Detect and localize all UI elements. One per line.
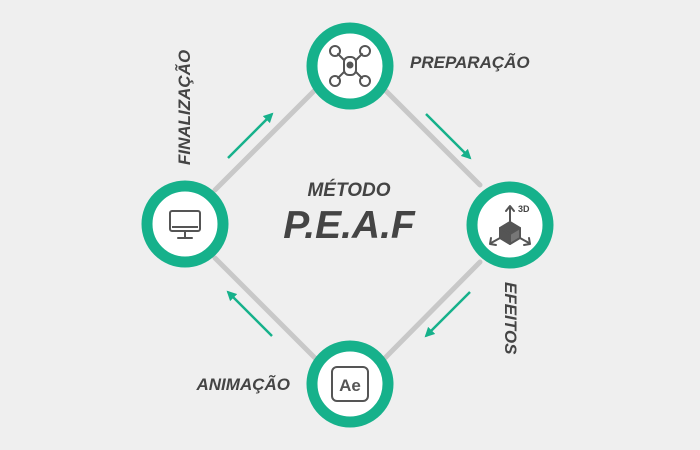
stage-label-preparacao: PREPARAÇÃO <box>410 52 530 72</box>
monitor-icon <box>169 210 201 239</box>
connectors <box>212 87 483 361</box>
connector-preparacao-efeitos <box>382 87 483 188</box>
stage-node-animacao: Ae <box>306 340 394 428</box>
connector-efeitos-animacao <box>382 259 483 361</box>
stage-node-efeitos: 3D <box>466 181 554 269</box>
arrow-icon <box>226 290 273 337</box>
drone-icon <box>329 45 371 87</box>
flow-arrows <box>226 112 472 338</box>
center-title-line1: MÉTODO <box>307 179 390 201</box>
connector-finalizacao-preparacao <box>212 87 318 193</box>
3d-box-icon <box>489 205 531 246</box>
center-title-line2: P.E.A.F <box>283 204 416 247</box>
stage-label-finalizacao: FINALIZAÇÃO <box>174 50 194 165</box>
3d-badge: 3D <box>518 204 530 214</box>
after-effects-icon-text: Ae <box>339 376 361 395</box>
after-effects-icon <box>331 366 369 402</box>
stage-label-animacao: ANIMAÇÃO <box>196 374 291 394</box>
arrow-icon <box>425 113 472 160</box>
connector-animacao-finalizacao <box>212 255 318 361</box>
arrow-icon <box>227 112 274 159</box>
arrow-icon <box>424 291 471 338</box>
stage-node-finalizacao <box>141 180 229 268</box>
stage-label-efeitos: EFEITOS <box>501 282 520 355</box>
stage-node-preparacao <box>306 22 394 110</box>
